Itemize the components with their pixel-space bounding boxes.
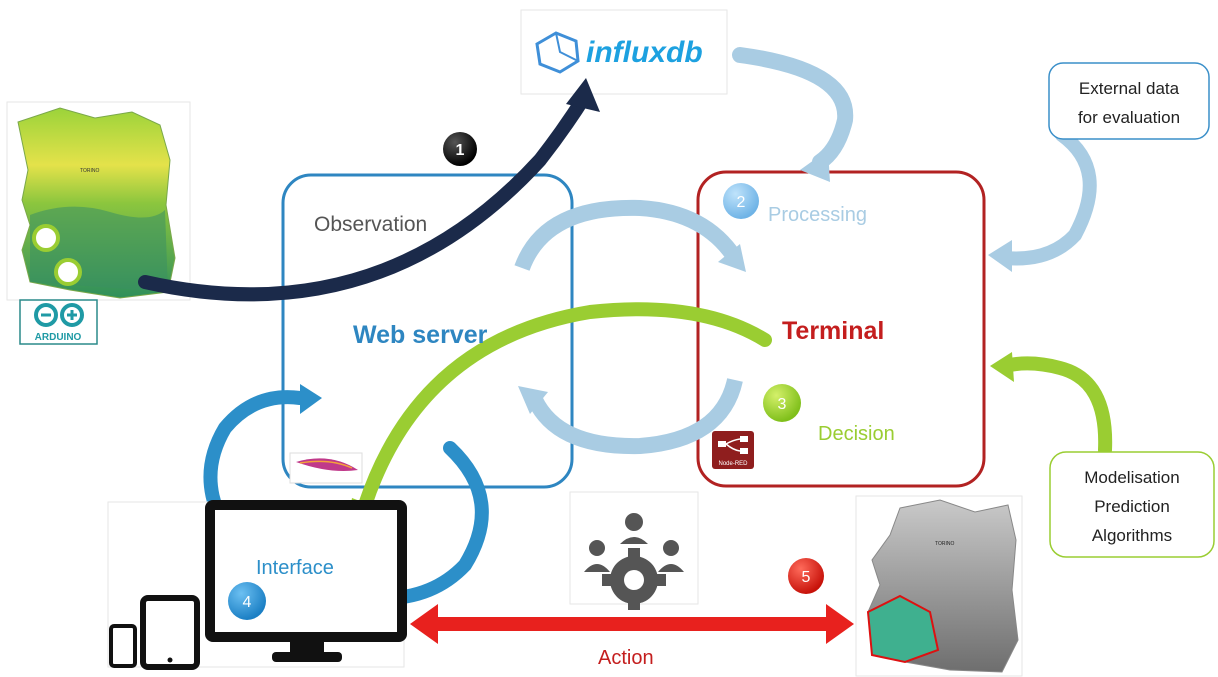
step-2-badge <box>723 183 759 219</box>
team-gear-icon <box>569 491 699 610</box>
external-data-line1: External data <box>1079 79 1180 98</box>
web-server-title: Web server <box>353 321 488 349</box>
right-map-city-label: TORINO <box>935 541 954 547</box>
step-4-badge <box>228 582 266 620</box>
arrow-terminal-to-interface <box>358 302 772 512</box>
arrow-head-influxdb <box>566 78 600 112</box>
terminal-box <box>696 170 986 488</box>
piedmont-sensor-map: TORINO <box>6 101 191 301</box>
piedmont-action-map: TORINO <box>855 495 1023 677</box>
models-line1: Modelisation <box>1084 468 1179 487</box>
web-server-box <box>281 173 574 489</box>
influxdb-logo-text: influxdb <box>586 36 703 69</box>
arduino-logo: ARDUINO <box>19 299 98 345</box>
action-arrow <box>410 604 854 644</box>
arrow-influxdb-to-processing <box>732 47 854 170</box>
step-1-badge <box>443 132 477 166</box>
external-data-line2: for evaluation <box>1078 108 1180 127</box>
step-3-badge <box>763 384 801 422</box>
arrow-webserver-to-terminal <box>514 199 742 272</box>
step-5-badge <box>788 558 824 594</box>
step-2-number: 2 <box>737 194 746 211</box>
arrow-models-to-terminal <box>998 356 1113 457</box>
models-box <box>1049 451 1215 558</box>
node-red-logo: Node-RED <box>712 431 754 469</box>
arrow-decision-to-webserver <box>527 377 743 455</box>
apache-feather-icon <box>289 452 363 484</box>
sensor-marker-2 <box>54 258 82 286</box>
tablet-icon <box>140 595 200 670</box>
sensor-marker-1 <box>32 224 60 252</box>
step-1-number: 1 <box>456 142 465 159</box>
step-4-number: 4 <box>243 594 252 611</box>
interface-label: Interface <box>256 557 334 579</box>
step-5-number: 5 <box>802 569 811 586</box>
models-line3: Algorithms <box>1092 526 1172 545</box>
arrow-sensor-to-influxdb <box>138 89 592 302</box>
step-3-number: 3 <box>778 396 787 413</box>
decision-label: Decision <box>818 423 895 445</box>
node-red-logo-text: Node-RED <box>718 461 748 467</box>
terminal-title: Terminal <box>782 317 884 345</box>
phone-icon <box>109 624 137 668</box>
arduino-logo-text: ARDUINO <box>35 332 82 343</box>
models-line2: Prediction <box>1094 497 1170 516</box>
processing-label: Processing <box>768 204 867 226</box>
action-label: Action <box>598 647 654 669</box>
influxdb-logo: influxdb <box>520 9 728 95</box>
external-data-box <box>1048 62 1210 140</box>
observation-label: Observation <box>314 213 427 236</box>
arrow-external-to-terminal <box>998 128 1097 266</box>
left-map-city-label: TORINO <box>80 168 99 174</box>
